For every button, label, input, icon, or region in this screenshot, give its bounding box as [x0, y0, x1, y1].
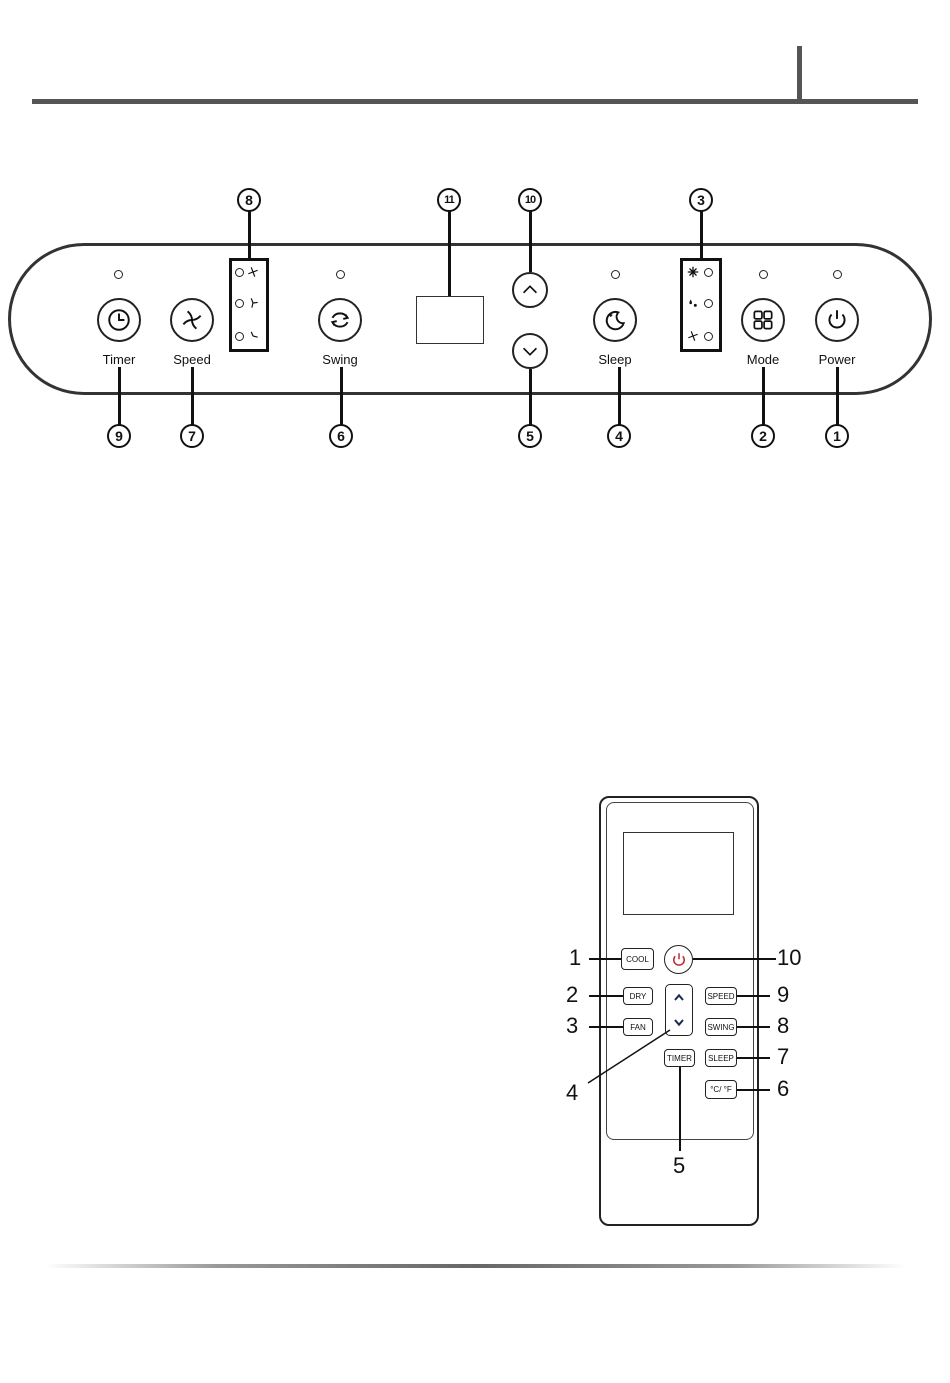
- callout-line: [191, 367, 194, 425]
- remote-callout-swing: 8: [777, 1013, 789, 1039]
- footer-rule: [45, 1264, 905, 1268]
- callout-line: [737, 1089, 770, 1091]
- medium-fan-icon: [246, 296, 260, 310]
- chevron-up-icon: [671, 990, 687, 1006]
- remote-callout-unit: 6: [777, 1076, 789, 1102]
- remote-power-button[interactable]: [664, 945, 693, 974]
- swing-icon: [327, 307, 353, 333]
- callout-line: [448, 210, 451, 296]
- callout-line: [693, 958, 776, 960]
- mode-fan-led: [704, 332, 713, 341]
- snowflake-icon: [686, 265, 700, 279]
- remote-callout-speed: 9: [777, 982, 789, 1008]
- mode-label: Mode: [728, 352, 798, 367]
- speed-low-led: [235, 332, 244, 341]
- remote-callout-dry: 2: [566, 982, 578, 1008]
- callout-line: [700, 210, 703, 258]
- callout-line: [248, 210, 251, 258]
- sleep-led: [611, 270, 620, 279]
- clock-icon: [106, 307, 132, 333]
- callout-display: 11: [437, 188, 461, 212]
- callout-swing: 6: [329, 424, 353, 448]
- mode-dry-led: [704, 299, 713, 308]
- remote-callout-updown: 4: [566, 1080, 578, 1106]
- droplet-icon: [686, 296, 700, 310]
- mode-cool-led: [704, 268, 713, 277]
- callout-line: [584, 1028, 674, 1086]
- power-icon: [824, 307, 850, 333]
- callout-speed-leds: 8: [237, 188, 261, 212]
- callout-timer: 9: [107, 424, 131, 448]
- moon-icon: [602, 307, 628, 333]
- swing-button[interactable]: [318, 298, 362, 342]
- callout-sleep: 4: [607, 424, 631, 448]
- cool-button[interactable]: COOL: [621, 948, 654, 970]
- speed-high-led: [235, 268, 244, 277]
- callout-mode-leds: 3: [689, 188, 713, 212]
- mode-button[interactable]: [741, 298, 785, 342]
- mode-led: [759, 270, 768, 279]
- remote-callout-timer: 5: [673, 1153, 685, 1179]
- chevron-up-icon: [519, 279, 541, 301]
- callout-line: [340, 367, 343, 425]
- callout-line: [589, 995, 623, 997]
- swing-led: [336, 270, 345, 279]
- speed-medium-led: [235, 299, 244, 308]
- low-fan-icon: [246, 329, 260, 343]
- fan-icon: [686, 329, 700, 343]
- remote-lcd: [623, 832, 734, 915]
- callout-line: [118, 367, 121, 425]
- power-icon: [670, 951, 688, 969]
- dry-button[interactable]: DRY: [623, 987, 653, 1005]
- callout-mode: 2: [751, 424, 775, 448]
- callout-line: [618, 367, 621, 425]
- callout-line: [836, 367, 839, 425]
- callout-line: [529, 210, 532, 272]
- header-rule: [32, 99, 918, 104]
- callout-power: 1: [825, 424, 849, 448]
- power-label: Power: [802, 352, 872, 367]
- callout-line: [737, 1057, 770, 1059]
- header-divider: [797, 46, 802, 102]
- remote-callout-fan: 3: [566, 1013, 578, 1039]
- callout-line: [589, 958, 621, 960]
- temp-down-button[interactable]: [512, 333, 548, 369]
- callout-down: 5: [518, 424, 542, 448]
- sleep-button-remote[interactable]: SLEEP: [705, 1049, 737, 1067]
- speed-button-remote[interactable]: SPEED: [705, 987, 737, 1005]
- callout-line: [762, 367, 765, 425]
- grid-icon: [750, 307, 776, 333]
- swing-label: Swing: [305, 352, 375, 367]
- remote-callout-power: 10: [777, 945, 801, 971]
- high-fan-icon: [246, 265, 260, 279]
- speed-button[interactable]: [170, 298, 214, 342]
- speed-label: Speed: [157, 352, 227, 367]
- remote-callout-cool: 1: [569, 945, 581, 971]
- callout-line: [737, 1026, 770, 1028]
- chevron-down-icon: [519, 340, 541, 362]
- power-button[interactable]: [815, 298, 859, 342]
- callout-line: [679, 1067, 681, 1151]
- power-led: [833, 270, 842, 279]
- timer-led: [114, 270, 123, 279]
- panel-display: [416, 296, 484, 344]
- swing-button-remote[interactable]: SWING: [705, 1018, 737, 1036]
- callout-line: [529, 369, 532, 425]
- fan-icon: [179, 307, 205, 333]
- unit-toggle-button[interactable]: °C/ °F: [705, 1080, 737, 1099]
- timer-label: Timer: [84, 352, 154, 367]
- remote-callout-sleep: 7: [777, 1044, 789, 1070]
- callout-speed: 7: [180, 424, 204, 448]
- callout-up: 10: [518, 188, 542, 212]
- sleep-button[interactable]: [593, 298, 637, 342]
- sleep-label: Sleep: [580, 352, 650, 367]
- callout-line: [737, 995, 770, 997]
- temp-up-button[interactable]: [512, 272, 548, 308]
- timer-button[interactable]: [97, 298, 141, 342]
